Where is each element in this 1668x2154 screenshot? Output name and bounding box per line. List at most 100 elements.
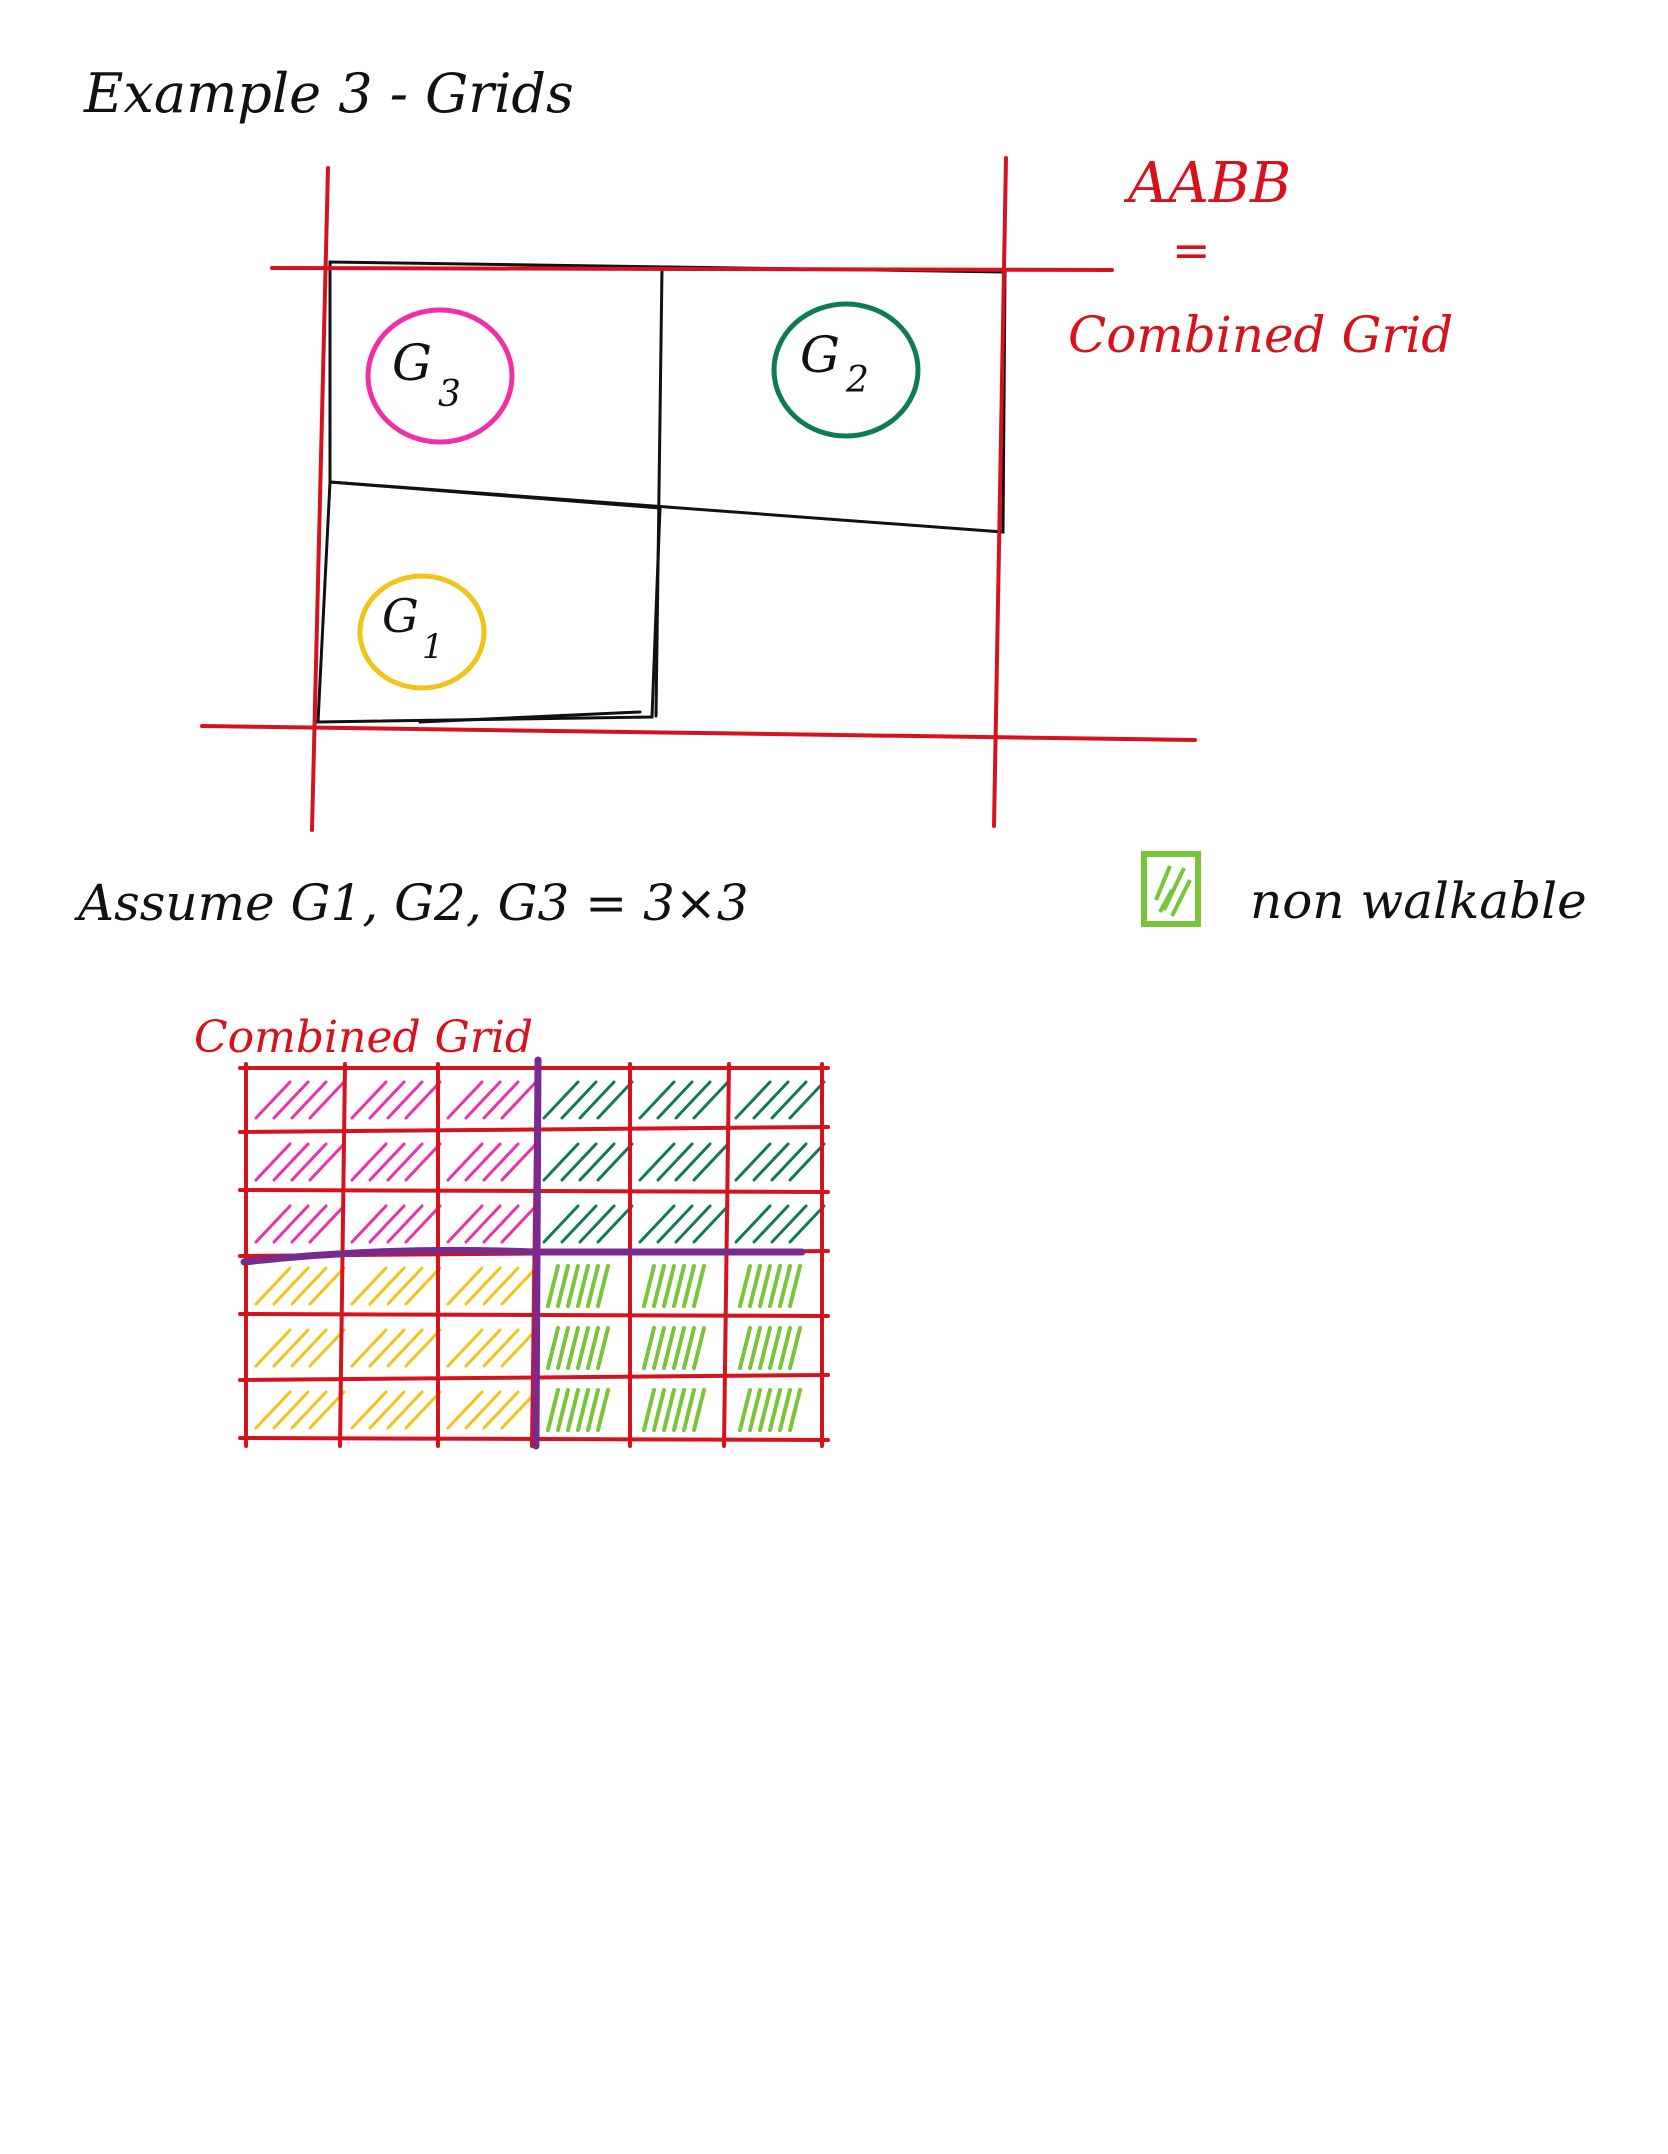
hatch-strokes (446, 1390, 538, 1430)
cell-hatch-empty (546, 1326, 610, 1370)
hatch-strokes (546, 1388, 610, 1432)
cell-hatch-g1 (254, 1266, 346, 1306)
hatch-strokes (638, 1142, 730, 1182)
cell-hatch-g2 (734, 1080, 826, 1120)
hatch-strokes (738, 1388, 802, 1432)
cell-hatch-empty (738, 1388, 802, 1432)
cell-hatch-g2 (542, 1142, 634, 1182)
aabb-note-line2: = (1172, 223, 1211, 277)
hatch-strokes (542, 1204, 634, 1244)
hatch-strokes (546, 1264, 610, 1308)
g3-letter: G (392, 334, 432, 392)
grid-g2-marker: G 2 (771, 301, 921, 439)
cell-hatch-g3 (446, 1142, 538, 1182)
cell-hatch-g3 (254, 1204, 346, 1244)
cell-hatch-g2 (638, 1142, 730, 1182)
cell-hatch-g1 (350, 1266, 442, 1306)
cell-hatch-empty (642, 1264, 706, 1308)
hatch-strokes (350, 1390, 442, 1430)
grids-layout-diagram: G 3 G 2 G 1 AABB = Combined Grid (200, 151, 1453, 832)
hatch-strokes (446, 1080, 538, 1120)
aabb-top-line (270, 266, 1114, 272)
grid-divider-horizontal (240, 1246, 806, 1266)
aabb-right-line (992, 156, 1008, 828)
page-title: Example 3 - Grids (83, 62, 574, 125)
hatch-strokes (350, 1204, 442, 1244)
hatch-strokes (446, 1142, 538, 1182)
legend-label: non walkable (1250, 872, 1587, 930)
hatch-strokes (446, 1204, 538, 1244)
hatch-strokes (738, 1326, 802, 1370)
hatch-strokes (638, 1204, 730, 1244)
aabb-bottom-line (200, 724, 1197, 742)
grid-g1-marker: G 1 (357, 573, 487, 691)
cell-hatch-g3 (350, 1142, 442, 1182)
hatch-strokes (350, 1266, 442, 1306)
cell-hatch-g1 (254, 1328, 346, 1368)
legend: non walkable (1141, 851, 1587, 930)
hatch-strokes (254, 1390, 346, 1430)
middle-divider (654, 266, 664, 718)
legend-swatch (1141, 851, 1201, 927)
assumption-text: Assume G1, G2, G3 = 3×3 (74, 874, 749, 932)
g2-subscript: 2 (845, 360, 869, 401)
bottom-edge (418, 710, 642, 724)
cell-hatch-g2 (638, 1080, 730, 1120)
hatch-strokes (350, 1142, 442, 1182)
hatch-strokes (542, 1080, 634, 1120)
combined-grid-row-line (238, 1125, 830, 1134)
cell-hatch-g3 (254, 1080, 346, 1120)
hatch-strokes (638, 1080, 730, 1120)
cell-hatch-g1 (446, 1328, 538, 1368)
hatch-strokes (254, 1266, 346, 1306)
cell-hatch-empty (642, 1388, 706, 1432)
cell-hatch-g1 (350, 1328, 442, 1368)
hatch-strokes (642, 1326, 706, 1370)
cell-hatch-g3 (254, 1142, 346, 1182)
g2-circle (771, 301, 921, 439)
aabb-note-line1: AABB (1123, 151, 1291, 216)
cell-hatch-g2 (542, 1080, 634, 1120)
hatch-strokes (734, 1204, 826, 1244)
cell-hatch-g2 (734, 1204, 826, 1244)
hatch-strokes (734, 1142, 826, 1182)
g2-letter: G (800, 326, 840, 384)
cell-hatch-g3 (350, 1204, 442, 1244)
hatch-strokes (446, 1266, 538, 1306)
hatch-strokes (546, 1326, 610, 1370)
aabb-note: AABB = Combined Grid (1068, 151, 1453, 364)
hatch-strokes (254, 1080, 346, 1120)
combined-grid-label: Combined Grid (194, 1012, 533, 1063)
hatch-strokes (446, 1328, 538, 1368)
hatch-strokes (734, 1080, 826, 1120)
g1-letter: G (382, 589, 419, 643)
cell-hatch-empty (642, 1326, 706, 1370)
hatch-strokes (254, 1204, 346, 1244)
cell-hatch-g3 (446, 1204, 538, 1244)
cell-hatch-g3 (350, 1080, 442, 1120)
hatch-strokes (542, 1142, 634, 1182)
g3-circle (365, 307, 515, 445)
cell-hatch-g2 (734, 1142, 826, 1182)
cell-hatch-g1 (446, 1390, 538, 1430)
cell-hatch-empty (546, 1388, 610, 1432)
hatch-strokes (350, 1328, 442, 1368)
hatch-strokes (350, 1080, 442, 1120)
g1-subscript: 1 (422, 627, 444, 667)
legend-swatch-hatch (1154, 865, 1192, 917)
cell-hatch-empty (738, 1326, 802, 1370)
g3-subscript: 3 (438, 374, 461, 415)
cell-hatch-g3 (446, 1080, 538, 1120)
aabb-box (200, 156, 1197, 832)
g1-circle (357, 573, 487, 691)
cell-hatch-g2 (542, 1204, 634, 1244)
cell-hatch-empty (546, 1264, 610, 1308)
hatch-strokes (254, 1328, 346, 1368)
hatch-strokes (738, 1264, 802, 1308)
cell-hatch-g1 (254, 1390, 346, 1430)
cell-hatch-empty (738, 1264, 802, 1308)
aabb-left-line (310, 166, 330, 832)
top-grid-row (328, 260, 1007, 534)
aabb-note-line3: Combined Grid (1068, 306, 1453, 364)
grid-g3-marker: G 3 (365, 307, 515, 445)
